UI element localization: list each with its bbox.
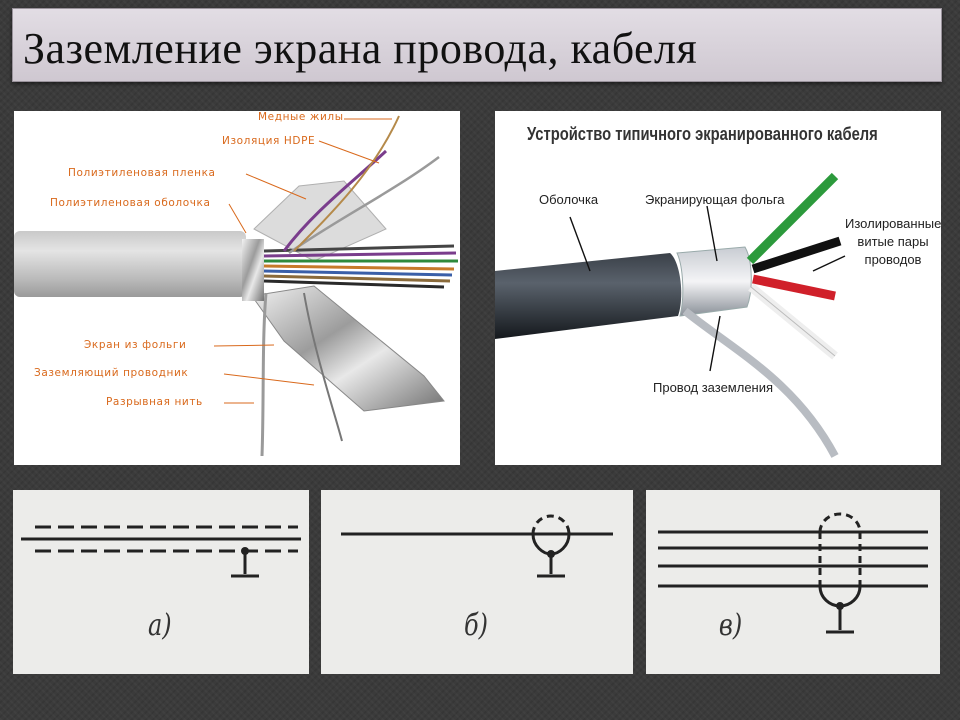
grounding-diagram-c: в) (646, 490, 940, 674)
label-sheath: Оболочка (539, 192, 599, 207)
grounding-scheme-a (21, 525, 301, 578)
label-rip-cord: Разрывная нить (106, 396, 203, 408)
label-foil-screen: Экран из фольги (84, 339, 187, 351)
diagram-letter-c: в) (718, 608, 743, 643)
cable-photo-right: Устройство типичного экранированного каб… (495, 111, 941, 465)
diagram-letter-b: б) (464, 608, 489, 643)
label-twisted-pairs: Изолированные витые пары проводов (845, 216, 941, 267)
label-pe-film: Полиэтиленовая пленка (68, 167, 216, 179)
label-pe-sheath: Полиэтиленовая оболочка (50, 197, 211, 209)
label-shield-foil: Экранирующая фольга (645, 192, 785, 207)
label-hdpe-insulation: Изоляция HDPE (222, 135, 316, 147)
cable-illustration-left (14, 115, 458, 457)
diagram-letter-a: а) (147, 608, 172, 643)
cable-illustration-right (495, 172, 846, 458)
slide-title: Заземление экрана провода, кабеля (23, 24, 698, 73)
title-bar: Заземление экрана провода, кабеля (12, 8, 942, 82)
right-photo-heading: Устройство типичного экранированного каб… (527, 124, 878, 144)
label-ground-wire: Провод заземления (653, 380, 774, 395)
grounding-scheme-c (658, 512, 928, 634)
label-copper-cores: Медные жилы (258, 111, 344, 123)
label-ground-conductor: Заземляющий проводник (34, 367, 189, 379)
grounding-diagram-a: а) (13, 490, 309, 674)
grounding-diagram-b: б) (321, 490, 633, 674)
cable-photo-left: Медные жилы Изоляция HDPE Полиэтиленовая… (14, 111, 460, 465)
grounding-scheme-b (341, 514, 613, 578)
